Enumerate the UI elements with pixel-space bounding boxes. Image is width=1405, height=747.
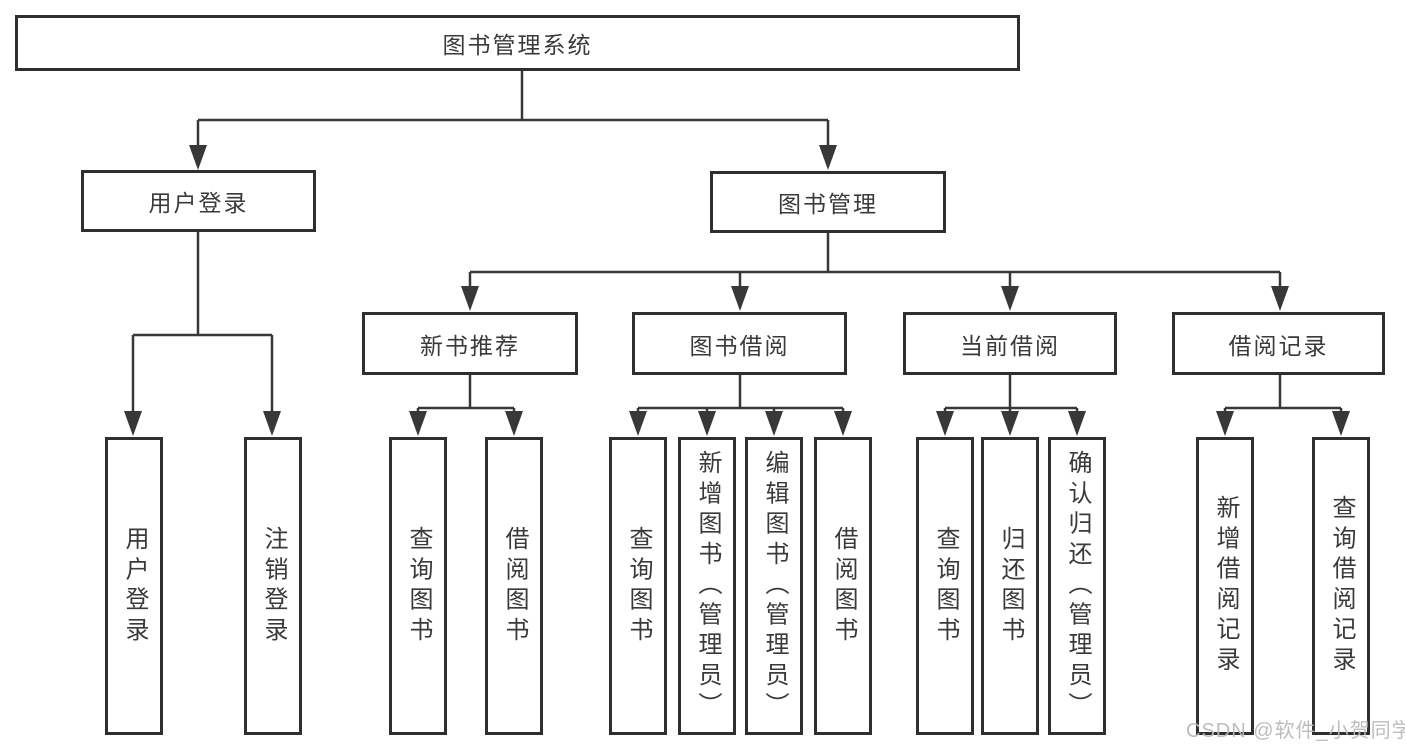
node-new-book-recommend: 新书推荐	[362, 312, 578, 375]
node-label: 图书借阅	[689, 332, 790, 359]
leaf-logout: 注销登录	[244, 437, 302, 735]
node-library-system-root: 图书管理系统	[15, 15, 1020, 71]
node-label: 查询借阅记录	[1328, 495, 1355, 677]
node-label: 新增图书（管理员）	[694, 449, 721, 723]
leaf-query-books-recommend: 查询图书	[389, 437, 447, 735]
node-book-borrowing: 图书借阅	[632, 312, 847, 375]
leaf-query-borrow-record: 查询借阅记录	[1312, 437, 1370, 735]
node-label: 查询图书	[932, 525, 959, 647]
node-label: 借阅图书	[830, 525, 857, 647]
node-label: 新书推荐	[420, 332, 520, 359]
leaf-query-books-current: 查询图书	[916, 437, 974, 735]
leaf-user-login: 用户登录	[105, 437, 163, 735]
node-label: 用户登录	[148, 190, 249, 216]
node-label: 查询图书	[625, 525, 652, 647]
node-label: 借阅图书	[501, 525, 528, 647]
node-label: 归还图书	[997, 525, 1024, 647]
node-label: 编辑图书（管理员）	[761, 449, 788, 723]
leaf-query-books-borrowing: 查询图书	[609, 437, 667, 735]
node-label: 当前借阅	[960, 332, 1060, 359]
leaf-add-book-admin: 新增图书（管理员）	[678, 437, 736, 735]
leaf-borrow-books: 借阅图书	[814, 437, 872, 735]
leaf-add-borrow-record: 新增借阅记录	[1196, 437, 1254, 735]
node-label: 借阅记录	[1228, 332, 1329, 359]
leaf-borrow-books-recommend: 借阅图书	[485, 437, 543, 735]
node-label: 注销登录	[260, 525, 287, 647]
node-label: 图书管理	[778, 191, 878, 217]
node-book-management: 图书管理	[710, 171, 946, 233]
leaf-return-books: 归还图书	[981, 437, 1039, 735]
csdn-watermark: CSDN @软件_小贺同学	[1186, 720, 1405, 742]
node-borrowing-records: 借阅记录	[1172, 312, 1385, 375]
leaf-edit-book-admin: 编辑图书（管理员）	[745, 437, 803, 735]
node-label: 确认归还（管理员）	[1064, 449, 1091, 723]
node-label: 图书管理系统	[442, 32, 593, 58]
node-label: 查询图书	[405, 525, 432, 647]
node-current-borrowing: 当前借阅	[903, 312, 1117, 375]
node-label: 新增借阅记录	[1212, 495, 1239, 677]
node-user-login: 用户登录	[81, 170, 316, 232]
leaf-confirm-return-admin: 确认归还（管理员）	[1048, 437, 1106, 735]
node-label: 用户登录	[121, 525, 148, 647]
